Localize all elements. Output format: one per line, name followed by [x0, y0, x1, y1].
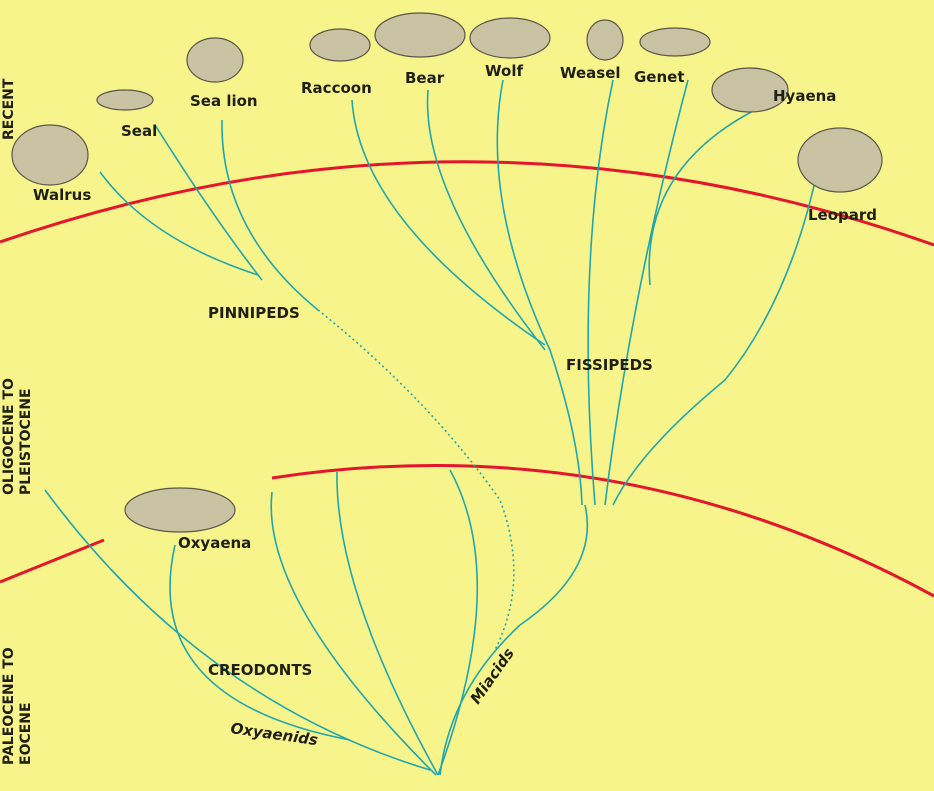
branch-genet: [605, 80, 688, 505]
era-boundary-lower: [0, 540, 104, 582]
branch-hyaena: [649, 110, 755, 285]
label-pinnipeds: PINNIPEDS: [208, 304, 300, 322]
weasel-illustration: [587, 20, 623, 60]
branch-creodont-2: [337, 472, 438, 775]
branch-raccoon: [352, 100, 545, 345]
label-hyaena: Hyaena: [773, 87, 836, 105]
label-genet: Genet: [634, 68, 685, 86]
label-weasel: Weasel: [560, 64, 621, 82]
label-oxyaena: Oxyaena: [178, 534, 251, 552]
label-sea-lion: Sea lion: [190, 92, 258, 110]
era-boundary-lower-right: [272, 465, 934, 596]
label-oxyaenids: Oxyaenids: [229, 719, 319, 749]
leopard-illustration: [798, 128, 882, 192]
era-label-oligocene-line2: PLEISTOCENE: [18, 388, 34, 495]
raccoon-illustration: [310, 29, 370, 61]
branch-walrus: [100, 172, 258, 275]
branch-weasel: [588, 80, 613, 505]
wolf-illustration: [470, 18, 550, 58]
seal-illustration: [97, 90, 153, 110]
label-creodonts: CREODONTS: [208, 661, 312, 679]
label-walrus: Walrus: [33, 186, 91, 204]
branch-wolf: [497, 80, 582, 505]
label-raccoon: Raccoon: [301, 79, 372, 97]
animal-illustrations: [12, 13, 882, 532]
era-label-paleocene-line1: PALEOCENE TO: [1, 647, 17, 765]
label-wolf: Wolf: [485, 62, 523, 80]
label-fissipeds: FISSIPEDS: [566, 356, 653, 374]
era-label-recent: RECENT: [1, 78, 17, 140]
branch-seal: [155, 125, 262, 280]
oxyaena-illustration: [125, 488, 235, 532]
branch-leopard: [613, 168, 818, 505]
group-labels: PINNIPEDS FISSIPEDS CREODONTS Oxyaenids …: [208, 304, 653, 749]
bear-illustration: [375, 13, 465, 57]
branch-pinniped-dotted: [318, 310, 514, 650]
branch-fissiped-base: [520, 505, 587, 625]
era-labels: RECENT OLIGOCENE TO PLEISTOCENE PALEOCEN…: [1, 78, 34, 765]
branch-miacid-1: [438, 470, 477, 775]
era-label-paleocene-line2: EOCENE: [18, 702, 34, 765]
era-label-oligocene-line1: OLIGOCENE TO: [1, 378, 17, 495]
label-leopard: Leopard: [808, 206, 877, 224]
label-seal: Seal: [121, 122, 157, 140]
label-bear: Bear: [405, 69, 445, 87]
branch-sea-lion: [222, 120, 318, 310]
genet-illustration: [640, 28, 710, 56]
walrus-illustration: [12, 125, 88, 185]
sea-lion-illustration: [187, 38, 243, 82]
branch-bear: [428, 90, 545, 350]
